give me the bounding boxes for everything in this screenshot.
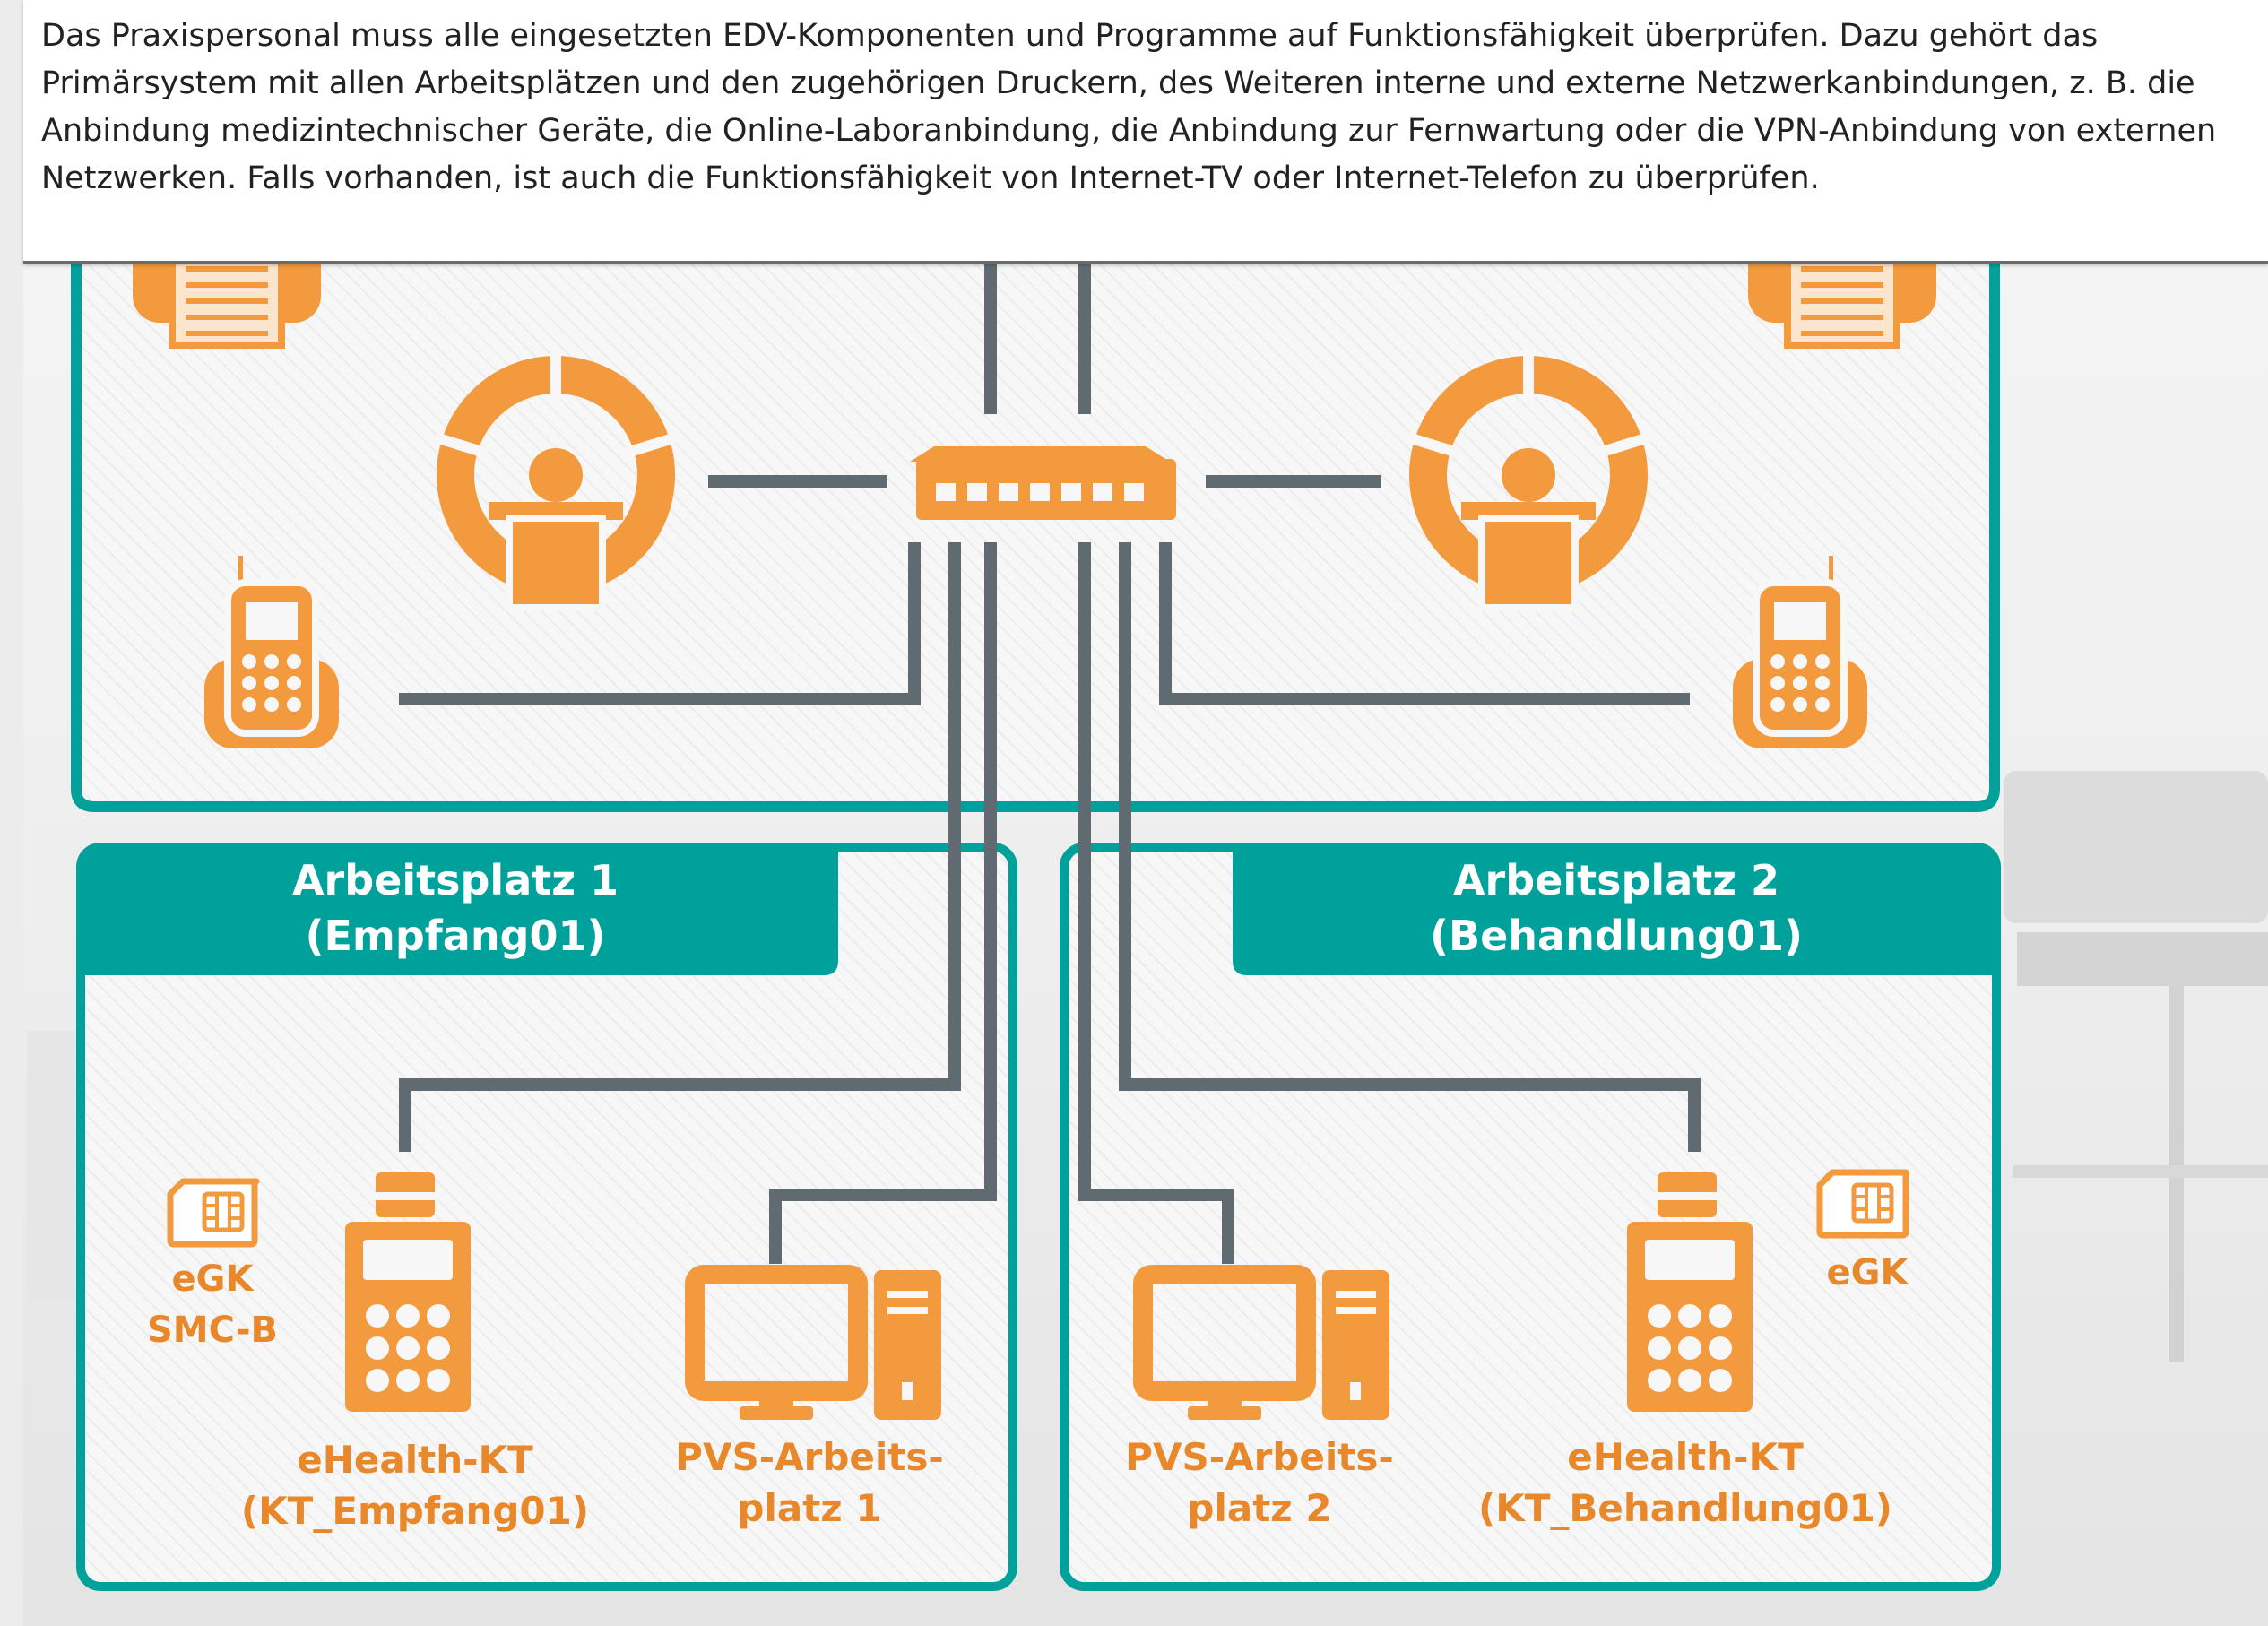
info-tooltip: Das Praxispersonal muss alle eingesetzte…	[23, 0, 2268, 264]
pc-label-line2: platz 1	[737, 1486, 881, 1530]
cordless-phone-icon	[1733, 556, 1867, 748]
workstation2-title-line2: (Behandlung01)	[1430, 912, 1803, 960]
chip-card-icon	[1816, 1169, 1909, 1239]
card-label-line1: eGK	[1827, 1252, 1910, 1293]
workstation2-title-line1: Arbeitsplatz 2	[1453, 856, 1779, 904]
card-label-line1: eGK	[172, 1258, 255, 1300]
chip-card-icon	[167, 1178, 260, 1248]
card-reader-terminal-icon	[345, 1172, 471, 1412]
terminal-label-line1: eHealth-KT	[297, 1438, 533, 1482]
desktop-pc-icon	[1133, 1265, 1389, 1420]
network-cables	[399, 264, 1701, 1264]
mrt-scanner-icon	[1407, 350, 1650, 611]
cordless-phone-icon	[204, 556, 339, 748]
terminal-label-line2: (KT_Behandlung01)	[1478, 1486, 1892, 1530]
terminal-label-line1: eHealth-KT	[1567, 1435, 1804, 1479]
workstation1-title-line2: (Empfang01)	[305, 912, 605, 960]
tooltip-text: Das Praxispersonal muss alle eingesetzte…	[41, 18, 2217, 196]
workstation2-panel	[1060, 843, 2001, 1591]
pc-label-line1: PVS-Arbeits-	[1125, 1435, 1394, 1479]
pc-label-line2: platz 2	[1187, 1486, 1331, 1530]
card-label-line2: SMC-B	[147, 1310, 278, 1351]
network-switch-icon	[910, 446, 1176, 520]
card-reader-terminal-icon	[1627, 1172, 1753, 1412]
mrt-scanner-icon	[434, 350, 678, 611]
page-left-margin	[0, 0, 23, 1626]
pc-label-line1: PVS-Arbeits-	[675, 1435, 944, 1479]
workstation1-title-line1: Arbeitsplatz 1	[292, 856, 619, 904]
terminal-label-line2: (KT_Empfang01)	[241, 1489, 589, 1533]
desktop-pc-icon	[685, 1265, 941, 1420]
